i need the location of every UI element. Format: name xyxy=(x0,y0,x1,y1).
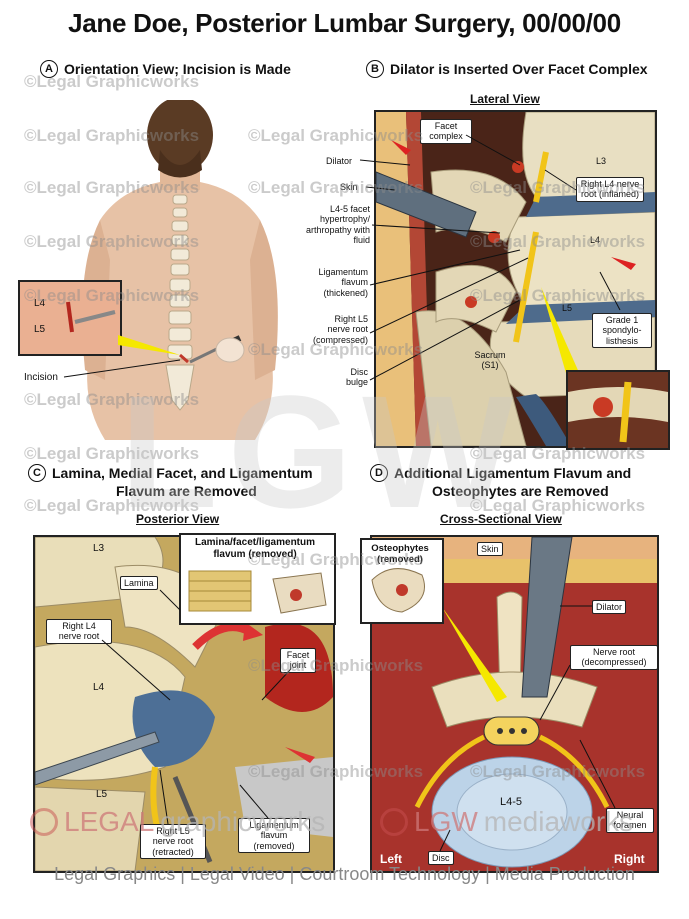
l4-label-b: L4 xyxy=(590,235,601,245)
section-c-letter: C xyxy=(28,464,46,482)
ligamentum-label: Ligamentum flavum (thickened) xyxy=(318,267,368,298)
left-label: Left xyxy=(380,852,402,866)
right-l5-label: Right L5 nerve root (compressed) xyxy=(312,314,368,345)
lgw-big-watermark: LGW xyxy=(120,362,524,541)
facet-joint-label: Facet joint xyxy=(280,648,316,673)
l3-label-b: L3 xyxy=(596,156,607,166)
brand-legal-circle-icon xyxy=(30,808,58,836)
brand-mediaworks: mediaworks xyxy=(483,806,634,837)
lateral-inset xyxy=(566,370,670,450)
incision-label: Incision xyxy=(24,372,58,383)
osteophytes-label: Osteophytes (removed) xyxy=(371,543,429,565)
nerve-root-label: Nerve root (decompressed) xyxy=(570,645,658,670)
section-d-title-2: Osteophytes are Removed xyxy=(432,483,609,499)
inset-l5-label: L5 xyxy=(34,324,46,335)
orientation-inset xyxy=(18,280,122,356)
section-b-title: Dilator is Inserted Over Facet Complex xyxy=(390,61,648,77)
section-d-title-1: Additional Ligamentum Flavum and xyxy=(394,465,632,481)
section-c-title-2: Flavum are Removed xyxy=(116,483,257,499)
lig-removed-label: Ligamentum flavum (removed) xyxy=(238,818,310,854)
l3-label-c: L3 xyxy=(93,543,105,554)
disc-bulge-label: Disc bulge xyxy=(345,367,368,388)
branding-right: LGW mediaworks xyxy=(380,806,633,838)
brand-lgw: LGW xyxy=(414,806,478,837)
orientation-illustration xyxy=(30,97,330,440)
section-d-view: Cross-Sectional View xyxy=(440,512,562,526)
section-b-letter: B xyxy=(366,60,384,78)
removed-inset-label: Lamina/facet/ligamentum flavum (removed) xyxy=(194,537,316,560)
removed-inset xyxy=(179,533,336,625)
brand-lgw-circle-icon xyxy=(380,808,408,836)
skin-label: Skin xyxy=(340,182,358,192)
footer: Legal Graphics | Legal Video | Courtroom… xyxy=(54,864,635,884)
page-title: Jane Doe, Posterior Lumbar Surgery, 00/0… xyxy=(68,8,621,38)
skin-label-d: Skin xyxy=(477,542,503,557)
section-b-view: Lateral View xyxy=(470,92,540,106)
disc-label: Disc xyxy=(428,851,454,866)
section-a-heading: A Orientation View; Incision is Made xyxy=(40,60,291,78)
section-d-heading: D Additional Ligamentum Flavum and xyxy=(370,464,631,482)
l45-label: L4-5 xyxy=(500,796,523,808)
lamina-label: Lamina xyxy=(120,576,158,591)
right-l4-label: Right L4 nerve root (inflamed) xyxy=(576,177,644,202)
neural-foramen-label: Neural foramen xyxy=(606,808,654,833)
right-l5-label-c: Right L5 nerve root (retracted) xyxy=(140,824,206,860)
section-c-heading: C Lamina, Medial Facet, and Ligamentum xyxy=(28,464,313,482)
hypertrophy-label: L4-5 facet hypertrophy/ arthropathy with… xyxy=(305,204,370,246)
grade-label: Grade 1 spondylo- listhesis xyxy=(592,313,652,349)
facet-complex-text: Facet complex xyxy=(429,121,463,142)
dilator-label-d: Dilator xyxy=(592,600,627,615)
section-a-letter: A xyxy=(40,60,58,78)
brand-legal: LEGAL xyxy=(64,806,155,837)
right-l4-label-c: Right L4 nerve root xyxy=(46,619,112,644)
section-c-title-1: Lamina, Medial Facet, and Ligamentum xyxy=(52,465,313,481)
right-label: Right xyxy=(614,852,645,866)
branding-left: LEGAL graphicworks xyxy=(30,806,325,838)
brand-graphicworks: graphicworks xyxy=(160,806,326,837)
l5-label-c: L5 xyxy=(96,789,108,800)
section-a-title: Orientation View; Incision is Made xyxy=(64,61,291,77)
dilator-label: Dilator xyxy=(326,156,353,166)
l5-label-b: L5 xyxy=(562,303,573,313)
l4-label-c: L4 xyxy=(93,682,105,693)
section-c-view: Posterior View xyxy=(136,512,220,526)
section-d-letter: D xyxy=(370,464,388,482)
sacrum-label: Sacrum (S1) xyxy=(474,350,506,371)
facet-complex-label: Facet complex xyxy=(420,119,472,144)
section-b-heading: B Dilator is Inserted Over Facet Complex xyxy=(366,60,648,78)
osteophytes-inset xyxy=(360,538,444,624)
inset-l4-label: L4 xyxy=(34,298,46,309)
